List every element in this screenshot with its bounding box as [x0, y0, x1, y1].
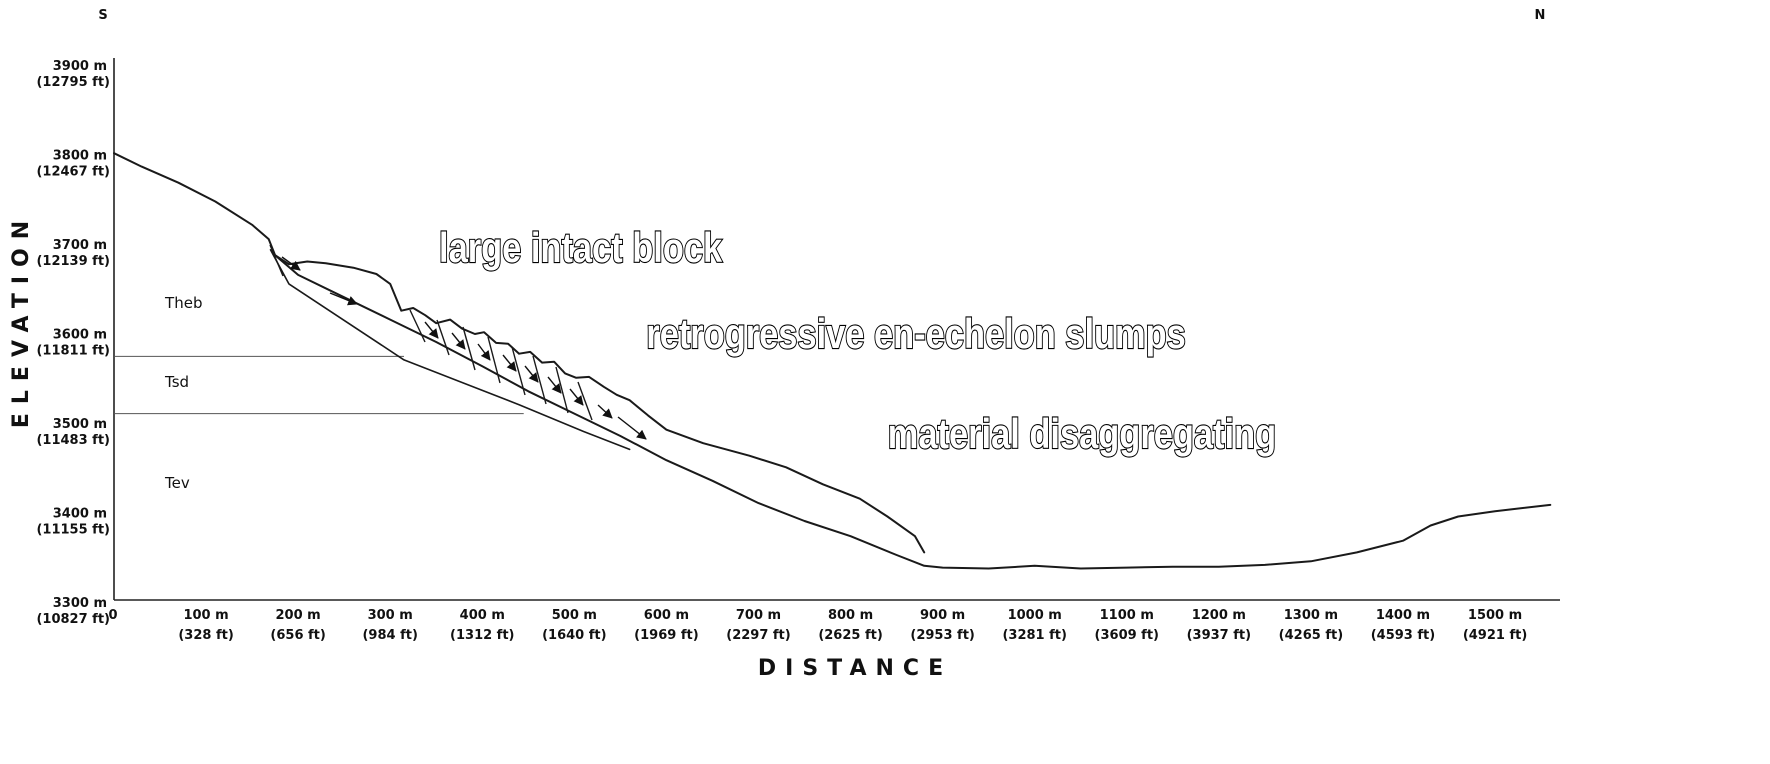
- x-tick-ft-100: (328 ft): [178, 628, 233, 643]
- unit-label-tev: Tev: [164, 474, 190, 492]
- geologic-contacts: [114, 355, 524, 415]
- y-tick-m-3600: 3600 m: [53, 328, 107, 343]
- annotation-retrogressive-slumps: retrogressive en-echelon slumps: [646, 311, 1186, 358]
- x-tick-ft-300: (984 ft): [362, 628, 417, 643]
- x-axis-ticks: 0 100 m (328 ft) 200 m (656 ft) 300 m (984 ft…: [108, 608, 1527, 643]
- y-tick-m-3300: 3300 m: [53, 596, 107, 611]
- x-tick-ft-1300: (4265 ft): [1279, 628, 1343, 643]
- movement-arrows: [281, 256, 647, 440]
- x-axis-title: DISTANCE: [758, 656, 952, 681]
- arrow-11: [617, 416, 647, 440]
- arrow-9: [569, 388, 584, 406]
- arrow-8: [547, 376, 562, 394]
- y-axis-ticks: 3900 m(12795 ft)3800 m(12467 ft)3700 m(1…: [36, 59, 110, 627]
- y-axis-title: ELEVATION: [9, 212, 34, 428]
- y-tick-m-3500: 3500 m: [53, 417, 107, 432]
- arrow-1: [281, 256, 301, 271]
- x-tick-m-700: 700 m: [736, 608, 781, 623]
- annotation-material-disaggregating: material disaggregating: [888, 411, 1276, 458]
- unit-label-tsd: Tsd: [164, 373, 189, 391]
- x-tick-m-1300: 1300 m: [1284, 608, 1338, 623]
- x-tick-ft-1500: (4921 ft): [1463, 628, 1527, 643]
- arrow-10: [597, 404, 613, 419]
- arrow-6: [502, 354, 517, 372]
- x-tick-m-100: 100 m: [183, 608, 228, 623]
- unit-label-theb: Theb: [164, 294, 202, 312]
- arrow-4: [451, 332, 466, 350]
- y-tick-ft-3800: (12467 ft): [36, 165, 110, 180]
- slump-surface-profile: [274, 254, 926, 554]
- x-tick-m-500: 500 m: [552, 608, 597, 623]
- x-tick-ft-200: (656 ft): [270, 628, 325, 643]
- x-tick-m-1000: 1000 m: [1008, 608, 1062, 623]
- y-tick-m-3900: 3900 m: [53, 59, 107, 74]
- y-tick-ft-3700: (12139 ft): [36, 254, 110, 269]
- north-label: N: [1535, 8, 1546, 23]
- x-tick-m-600: 600 m: [644, 608, 689, 623]
- original-ground-profile: [113, 152, 1552, 570]
- x-tick-m-300: 300 m: [368, 608, 413, 623]
- y-tick-ft-3600: (11811 ft): [36, 344, 110, 359]
- arrow-3: [424, 321, 439, 339]
- x-tick-m-400: 400 m: [460, 608, 505, 623]
- x-tick-m-1100: 1100 m: [1100, 608, 1154, 623]
- y-tick-m-3700: 3700 m: [53, 238, 107, 253]
- arrow-2: [329, 292, 358, 306]
- y-tick-ft-3500: (11483 ft): [36, 433, 110, 448]
- x-tick-ft-400: (1312 ft): [450, 628, 514, 643]
- south-label: S: [98, 8, 107, 23]
- y-tick-ft-3400: (11155 ft): [36, 523, 110, 538]
- y-tick-m-3400: 3400 m: [53, 507, 107, 522]
- x-tick-m-1200: 1200 m: [1192, 608, 1246, 623]
- x-tick-ft-700: (2297 ft): [726, 628, 790, 643]
- x-tick-ft-600: (1969 ft): [634, 628, 698, 643]
- x-tick-ft-1000: (3281 ft): [1002, 628, 1066, 643]
- x-tick-m-1400: 1400 m: [1376, 608, 1430, 623]
- slip-plane-1: [269, 249, 631, 451]
- x-tick-ft-900: (2953 ft): [910, 628, 974, 643]
- arrow-7: [524, 365, 539, 383]
- annotation-large-intact-block: large intact block: [439, 225, 723, 272]
- y-tick-ft-3300: (10827 ft): [36, 612, 110, 627]
- arrow-5: [477, 343, 491, 361]
- x-tick-m-800: 800 m: [828, 608, 873, 623]
- x-tick-m-1500: 1500 m: [1468, 608, 1522, 623]
- x-tick-zero: 0: [108, 608, 117, 623]
- x-tick-ft-800: (2625 ft): [818, 628, 882, 643]
- x-tick-m-900: 900 m: [920, 608, 965, 623]
- y-tick-m-3800: 3800 m: [53, 149, 107, 164]
- x-tick-ft-500: (1640 ft): [542, 628, 606, 643]
- x-tick-ft-1400: (4593 ft): [1371, 628, 1435, 643]
- x-tick-ft-1100: (3609 ft): [1095, 628, 1159, 643]
- x-tick-ft-1200: (3937 ft): [1187, 628, 1251, 643]
- x-tick-m-200: 200 m: [276, 608, 321, 623]
- y-tick-ft-3900: (12795 ft): [36, 75, 110, 90]
- slip-planes: [269, 249, 631, 451]
- slump-scarps: [269, 244, 593, 421]
